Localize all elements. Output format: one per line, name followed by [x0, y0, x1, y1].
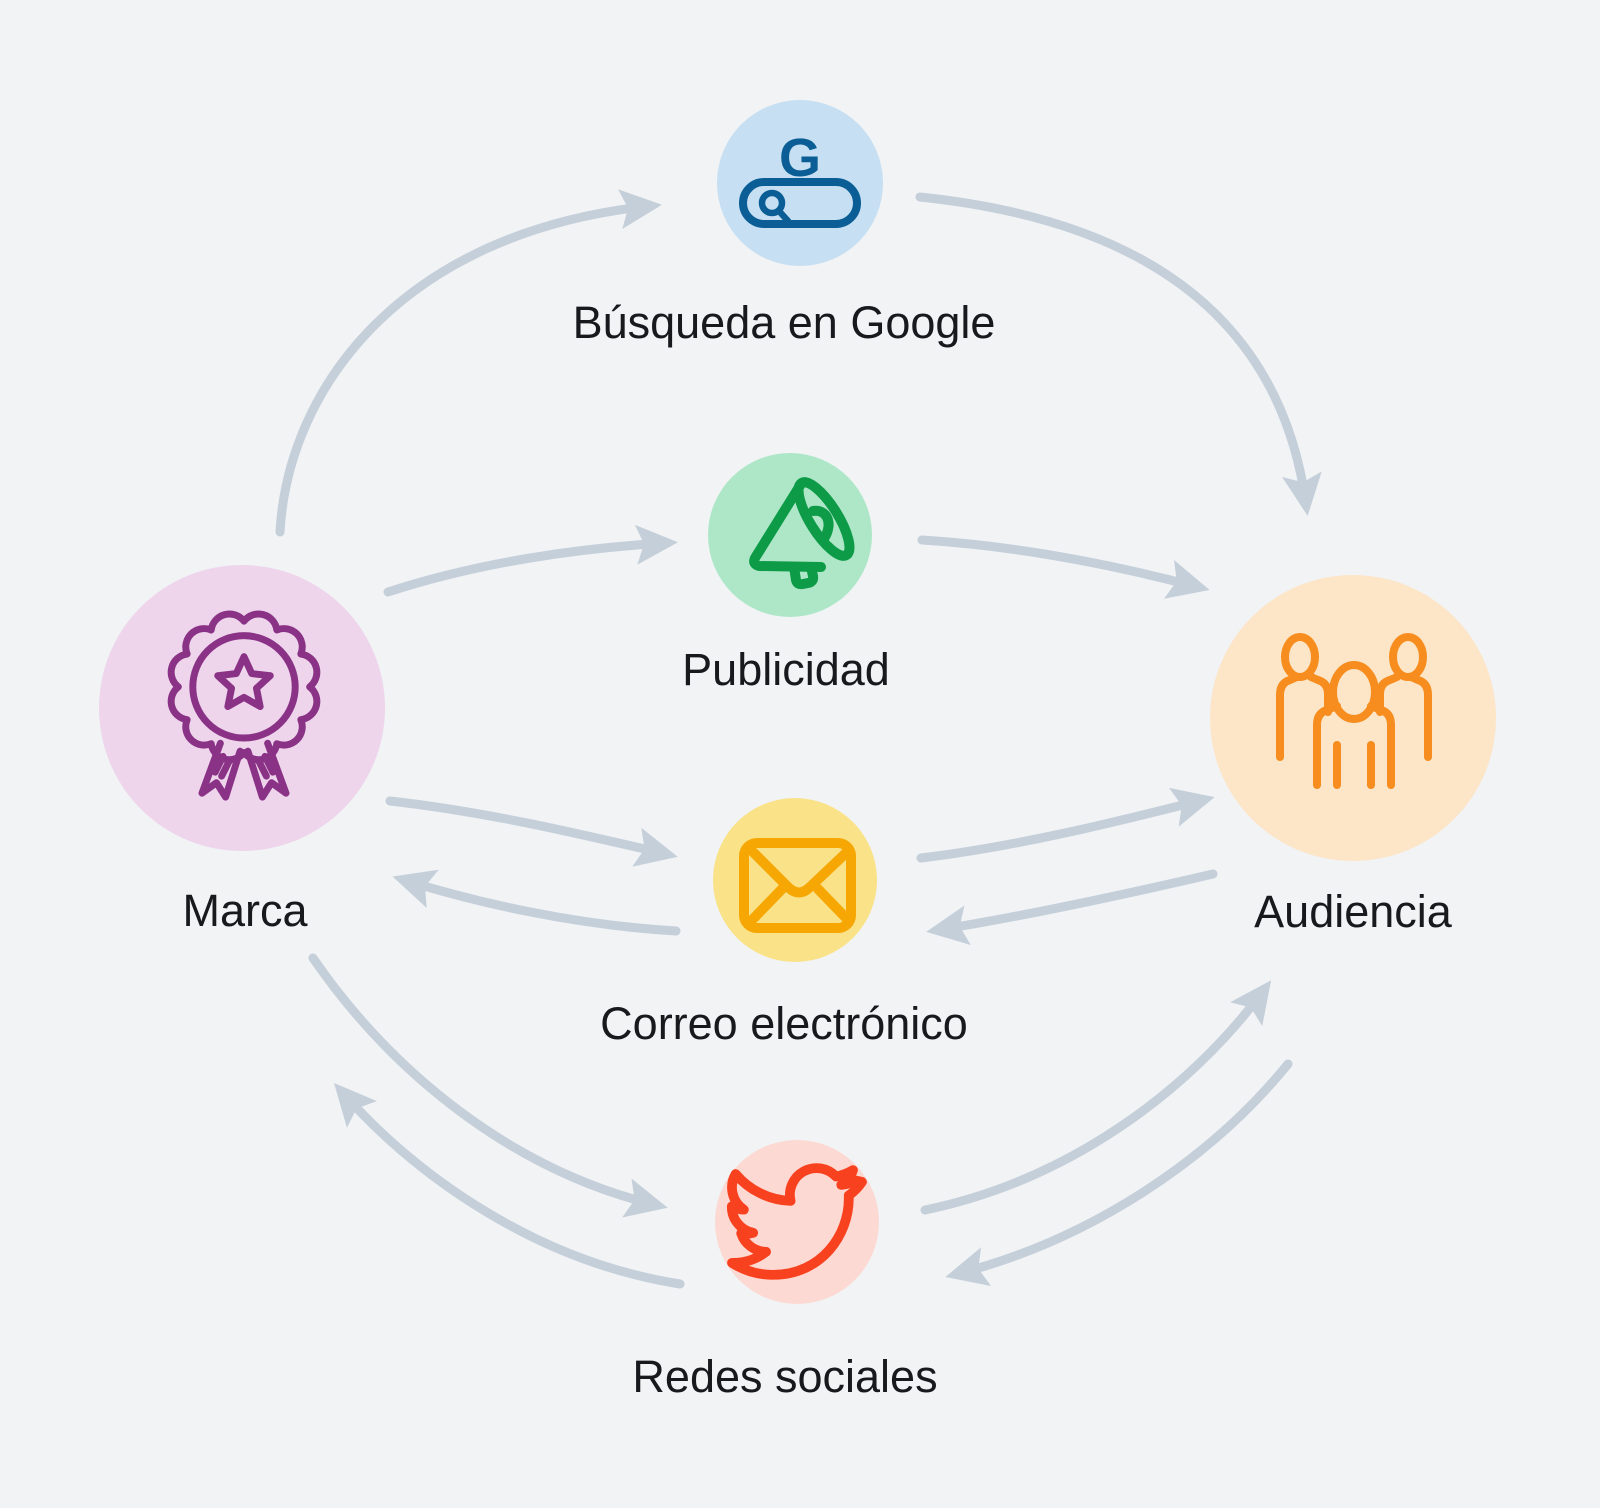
arrow-correo-to-audiencia	[916, 787, 1215, 863]
arrow-publicidad-to-audiencia	[917, 535, 1210, 599]
node-publicidad	[708, 453, 872, 617]
node-redes-sociales	[715, 1140, 879, 1304]
node-marca-label: Marca	[182, 885, 308, 936]
arrow-marca-to-correo	[385, 796, 678, 867]
arrow-marca-to-publicidad	[383, 524, 678, 597]
megaphone-icon	[749, 477, 855, 590]
arrow-group	[275, 189, 1322, 1289]
arrow-correo-to-marca	[392, 869, 681, 936]
node-busqueda-label: Búsqueda en Google	[572, 297, 996, 348]
node-correo-electronico	[713, 798, 877, 962]
arrow-audiencia-to-redes	[945, 1059, 1293, 1286]
node-audiencia-label: Audiencia	[1254, 886, 1452, 937]
people-group-icon	[1276, 633, 1432, 789]
node-publicidad-label: Publicidad	[682, 644, 890, 695]
node-audiencia	[1210, 575, 1496, 861]
envelope-icon	[739, 838, 856, 933]
arrow-redes-to-audiencia	[920, 980, 1272, 1215]
google-search-icon: G	[739, 128, 861, 228]
arrow-busqueda-to-audiencia	[915, 192, 1322, 516]
node-marca	[99, 565, 385, 851]
node-busqueda-en-google: G	[717, 100, 883, 266]
node-correo-label: Correo electrónico	[600, 998, 968, 1049]
award-badge-icon	[167, 610, 321, 801]
arrow-redes-to-marca	[334, 1083, 685, 1289]
arrow-marca-to-busqueda	[275, 189, 662, 537]
node-redes-label: Redes sociales	[632, 1351, 938, 1402]
arrow-audiencia-to-correo	[926, 869, 1218, 945]
arrow-marca-to-redes	[308, 953, 668, 1218]
twitter-bird-icon	[726, 1163, 867, 1280]
